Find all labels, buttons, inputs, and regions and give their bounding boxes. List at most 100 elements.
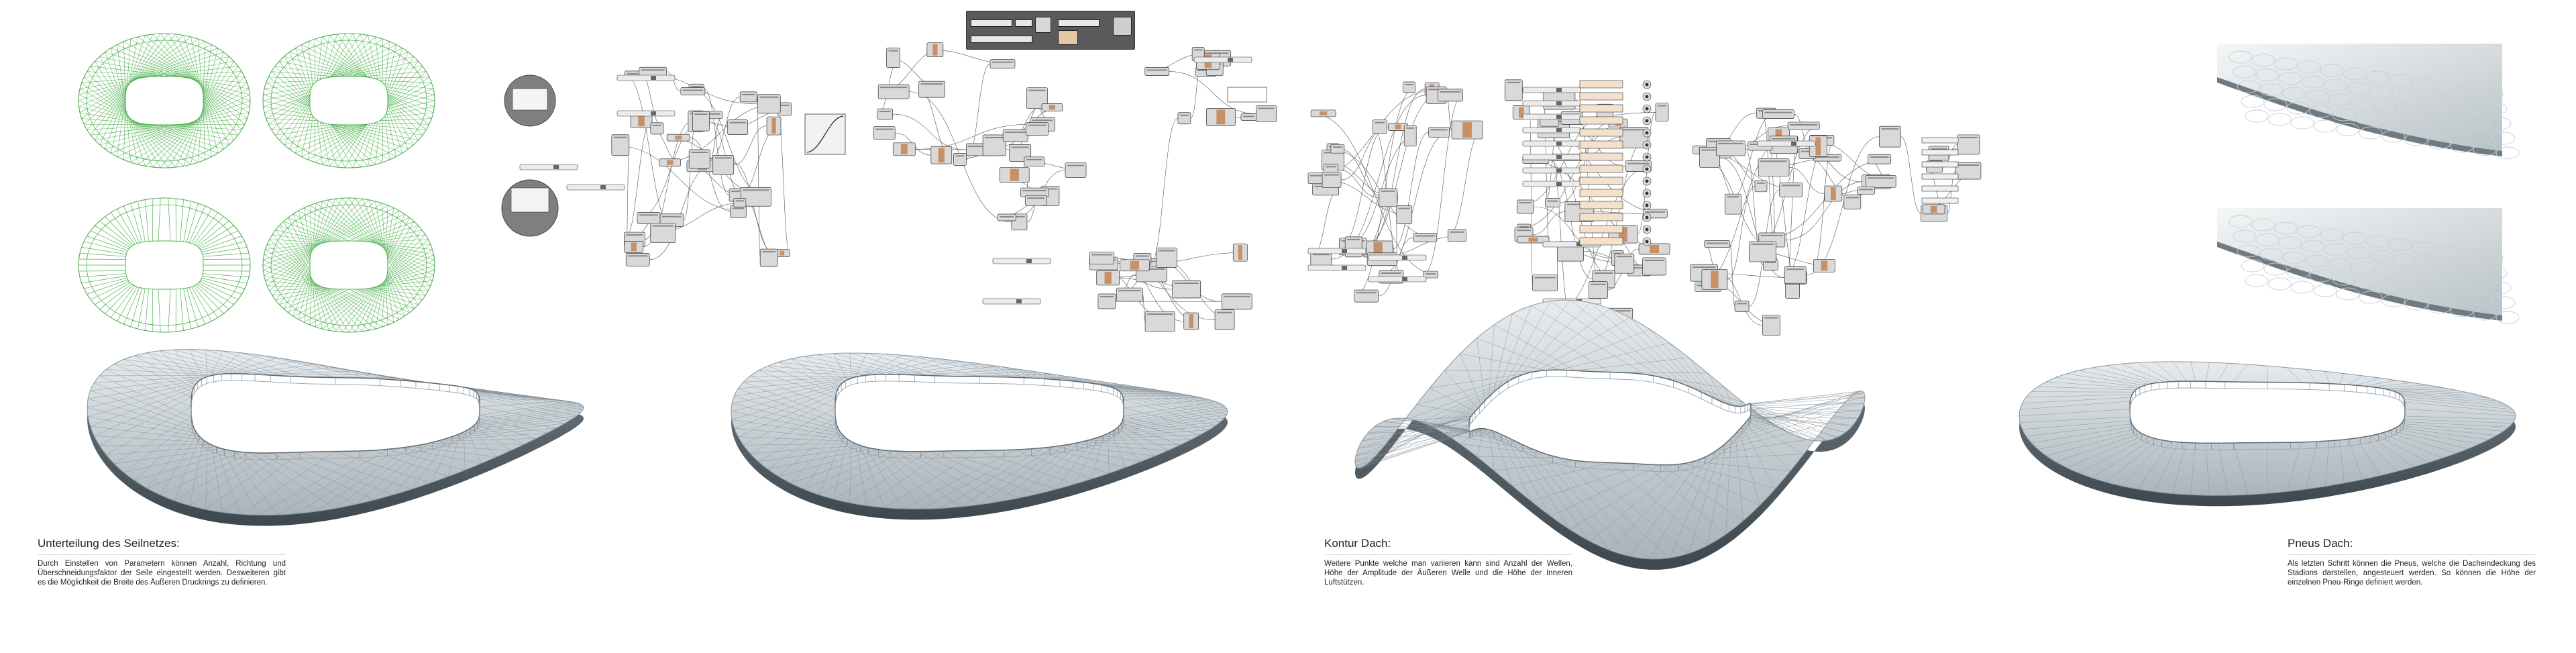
toolbar-slider[interactable] bbox=[971, 19, 1012, 27]
gh-graph-mapper-icon[interactable] bbox=[804, 113, 846, 155]
gh-node-icon[interactable] bbox=[1423, 270, 1439, 279]
gh-node-icon[interactable] bbox=[1451, 120, 1483, 140]
gh-toggle-icon[interactable] bbox=[1035, 17, 1051, 33]
gh-node-icon[interactable] bbox=[1232, 243, 1248, 262]
gh-node-icon[interactable] bbox=[1026, 122, 1049, 136]
gh-node-icon[interactable] bbox=[1373, 119, 1387, 134]
gh-node-icon[interactable] bbox=[1024, 195, 1047, 206]
gh-node-icon[interactable] bbox=[1020, 187, 1049, 197]
gh-node-icon[interactable] bbox=[739, 91, 757, 103]
gh-slider[interactable] bbox=[1522, 87, 1581, 93]
gh-node-icon[interactable] bbox=[1758, 158, 1790, 177]
gh-node-icon[interactable] bbox=[759, 248, 778, 267]
gh-panel-icon[interactable] bbox=[1579, 116, 1623, 125]
gh-node-icon[interactable] bbox=[1120, 259, 1150, 272]
gh-node-icon[interactable] bbox=[1655, 103, 1669, 121]
gh-toggle-icon[interactable] bbox=[1642, 104, 1652, 113]
gh-toggle-icon[interactable] bbox=[1642, 128, 1652, 138]
gh-toggle-icon[interactable] bbox=[1642, 201, 1652, 210]
gh-node-icon[interactable] bbox=[1428, 127, 1450, 138]
gh-node-icon[interactable] bbox=[1857, 186, 1876, 195]
gh-node-icon[interactable] bbox=[1177, 112, 1191, 125]
gh-panel-icon[interactable] bbox=[1921, 197, 1959, 204]
gh-node-icon[interactable] bbox=[877, 108, 894, 120]
gh-node-icon[interactable] bbox=[873, 126, 896, 140]
gh-node-icon[interactable] bbox=[918, 81, 946, 98]
gh-toggle-icon[interactable] bbox=[1642, 177, 1652, 186]
gh-node-icon[interactable] bbox=[1763, 259, 1778, 271]
gh-node-icon[interactable] bbox=[733, 198, 747, 207]
gh-slider[interactable] bbox=[1368, 254, 1427, 261]
gh-slider[interactable] bbox=[1522, 100, 1581, 107]
gh-node-icon[interactable] bbox=[1516, 199, 1534, 214]
gh-toggle-icon[interactable] bbox=[1642, 140, 1652, 150]
gh-slider[interactable] bbox=[1368, 276, 1427, 283]
gh-node-icon[interactable] bbox=[1813, 258, 1835, 272]
gh-panel-icon[interactable] bbox=[1113, 17, 1132, 36]
gh-node-icon[interactable] bbox=[930, 146, 953, 164]
gh-slider[interactable] bbox=[1307, 248, 1366, 254]
gh-node-icon[interactable] bbox=[1240, 113, 1257, 121]
gh-node-icon[interactable] bbox=[680, 87, 706, 95]
gh-panel-icon[interactable] bbox=[1579, 189, 1623, 197]
gh-node-icon[interactable] bbox=[1504, 79, 1523, 101]
gh-node-icon[interactable] bbox=[1330, 144, 1345, 154]
toolbar-field-2[interactable] bbox=[971, 36, 1032, 43]
gh-node-icon[interactable] bbox=[1614, 253, 1635, 274]
gh-node-icon[interactable] bbox=[1221, 293, 1252, 310]
gh-node-icon[interactable] bbox=[989, 59, 1016, 69]
gh-node-icon[interactable] bbox=[611, 134, 630, 156]
gh-node-icon[interactable] bbox=[997, 213, 1016, 221]
gh-node-icon[interactable] bbox=[1865, 174, 1896, 188]
toolbar-field[interactable] bbox=[1015, 19, 1032, 27]
gh-node-icon[interactable] bbox=[1448, 229, 1466, 242]
gh-node-icon[interactable] bbox=[999, 167, 1030, 183]
gh-panel-icon[interactable] bbox=[1579, 152, 1623, 161]
gh-node-icon[interactable] bbox=[1089, 252, 1114, 264]
gh-node-icon[interactable] bbox=[1868, 154, 1892, 164]
gh-slider[interactable] bbox=[992, 258, 1051, 264]
gh-toggle-icon[interactable] bbox=[1642, 116, 1652, 125]
gh-slider[interactable] bbox=[616, 110, 676, 117]
gh-panel-icon[interactable] bbox=[1579, 164, 1623, 173]
gh-node-icon[interactable] bbox=[1589, 281, 1608, 299]
gh-node-icon[interactable] bbox=[1619, 126, 1649, 148]
gh-node-icon[interactable] bbox=[1144, 311, 1175, 332]
gh-node-icon[interactable] bbox=[1879, 125, 1901, 148]
gh-node-icon[interactable] bbox=[1545, 198, 1560, 207]
gh-slider[interactable] bbox=[1522, 167, 1581, 174]
gh-toggle-icon[interactable] bbox=[1642, 225, 1652, 234]
gh-panel-icon[interactable] bbox=[1579, 140, 1623, 149]
gh-slider[interactable] bbox=[1522, 140, 1581, 147]
gh-node-icon[interactable] bbox=[1058, 30, 1078, 45]
gh-panel-icon[interactable] bbox=[1579, 201, 1623, 209]
gh-node-icon[interactable] bbox=[1144, 67, 1170, 76]
gh-node-icon[interactable] bbox=[1396, 205, 1413, 224]
gh-node-icon[interactable] bbox=[1041, 103, 1063, 111]
gh-panel-icon[interactable] bbox=[1579, 177, 1623, 185]
gh-node-icon[interactable] bbox=[1701, 269, 1728, 290]
gh-toggle-icon[interactable] bbox=[1642, 80, 1652, 89]
gh-panel-icon[interactable] bbox=[1579, 128, 1623, 137]
gh-node-icon[interactable] bbox=[1922, 204, 1945, 215]
gh-node-icon[interactable] bbox=[1843, 195, 1862, 209]
gh-node-icon[interactable] bbox=[1955, 162, 1982, 180]
gh-node-icon[interactable] bbox=[953, 153, 967, 166]
gh-node-icon[interactable] bbox=[1214, 309, 1235, 331]
gh-toggle-icon[interactable] bbox=[1642, 237, 1652, 246]
gh-node-icon[interactable] bbox=[1097, 293, 1116, 309]
gh-panel-icon[interactable] bbox=[1579, 225, 1623, 234]
gh-panel-icon[interactable] bbox=[1579, 92, 1623, 101]
gh-node-icon[interactable] bbox=[1413, 233, 1438, 242]
gh-node-icon[interactable] bbox=[766, 116, 782, 136]
gh-slider[interactable] bbox=[982, 298, 1041, 305]
gh-node-icon[interactable] bbox=[740, 187, 771, 207]
gh-node-icon[interactable] bbox=[1379, 188, 1398, 207]
gh-node-icon[interactable] bbox=[926, 42, 944, 58]
gh-panel-icon[interactable] bbox=[1579, 104, 1623, 113]
gh-toggle-icon[interactable] bbox=[1642, 164, 1652, 174]
gh-slider[interactable] bbox=[1307, 264, 1366, 271]
gh-slider[interactable] bbox=[1757, 140, 1816, 147]
gh-slider[interactable] bbox=[1522, 113, 1581, 120]
gh-node-icon[interactable] bbox=[982, 134, 1006, 156]
